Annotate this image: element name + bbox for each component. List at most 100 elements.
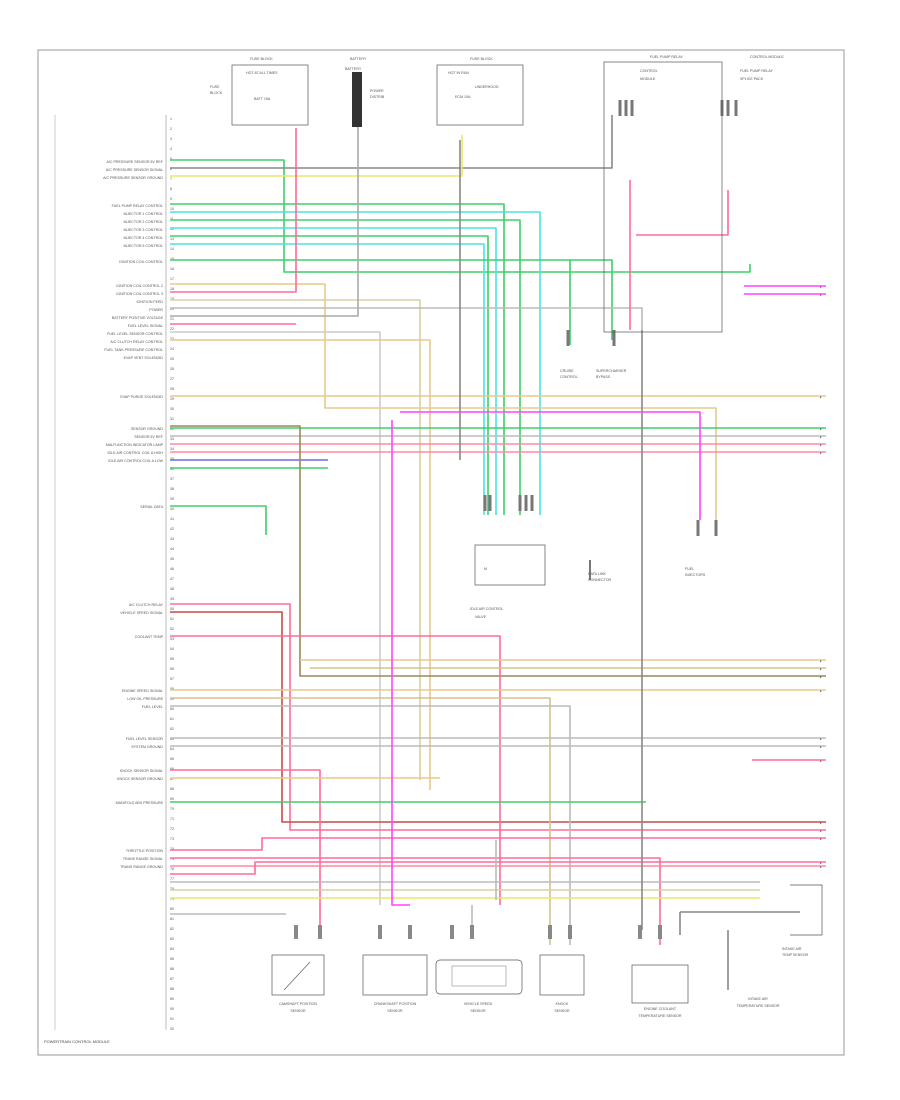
connector-pin: [294, 925, 298, 939]
pin-number: 32: [170, 427, 174, 431]
bottom-component-label: SENSOR: [290, 1009, 306, 1013]
signal-label: ENGINE SPEED SIGNAL: [122, 689, 163, 693]
svg-text:CONTROL: CONTROL: [640, 69, 658, 73]
bottom-component-label: INTAKE AIR: [748, 997, 768, 1001]
svg-text:DATA LINK: DATA LINK: [588, 572, 606, 576]
svg-text:UNDERHOOD: UNDERHOOD: [475, 85, 499, 89]
mid-component-injectors: FUEL INJECTORS: [685, 567, 706, 577]
connector-pin: [630, 100, 634, 116]
wire: [170, 219, 521, 515]
svg-text:IDLE AIR CONTROL: IDLE AIR CONTROL: [470, 607, 503, 611]
wire: [170, 227, 497, 515]
svg-text:BATTERY: BATTERY: [345, 67, 362, 71]
wire-end-marker: ▸: [820, 659, 822, 663]
bottom-component-label: KNOCK: [556, 1002, 569, 1006]
pin-number: 88: [170, 987, 174, 991]
pin-number: 35: [170, 457, 174, 461]
signal-label: EVAP VENT SOLENOID: [124, 356, 164, 360]
signal-label: IGNITION COIL CONTROL: [119, 260, 163, 264]
top-component-label: FUSE BLOCK: [250, 57, 273, 61]
signal-label: A/C PRESSURE SENSOR SIGNAL: [106, 168, 163, 172]
wire: [170, 769, 321, 930]
pin-number: 51: [170, 617, 174, 621]
signal-label: INJECTOR 2 CONTROL: [124, 220, 163, 224]
svg-text:ECM 10A: ECM 10A: [455, 95, 471, 99]
pin-number: 22: [170, 327, 174, 331]
wire: [170, 705, 571, 945]
pin-number: 33: [170, 437, 174, 441]
signal-label: TRANS RANGE SIGNAL: [123, 857, 163, 861]
connector-pin: [378, 925, 382, 939]
top-component-fuel-pump-relay: CONTROL MODULE FUEL PUMP RELAY SPLICE PA…: [603, 61, 773, 333]
signal-label: KNOCK SENSOR GROUND: [117, 777, 163, 781]
bottom-component-label: VEHICLE SPEED: [464, 1002, 493, 1006]
wire: [170, 115, 613, 169]
wire: [170, 861, 826, 875]
signal-label: POWER: [149, 308, 163, 312]
wire-end-marker: ▸: [820, 395, 822, 399]
wire-end-marker: ▸: [820, 689, 822, 693]
pin-number: 46: [170, 567, 174, 571]
top-component-fuse-block: FUSE BLOCK HOT AT ALL TIMES BATT 15A: [210, 64, 309, 126]
signal-label: TRANS RANGE GROUND: [120, 865, 163, 869]
signal-label: IDLE AIR CONTROL COIL A LOW: [108, 459, 163, 463]
footer-label: POWERTRAIN CONTROL MODULE: [44, 1039, 110, 1044]
wire: [170, 243, 485, 515]
svg-text:INJECTORS: INJECTORS: [685, 573, 706, 577]
connector-pin: [548, 925, 552, 939]
wire: [170, 159, 751, 273]
wire-end-marker: ▸: [820, 829, 822, 833]
signal-label: FUEL LEVEL: [142, 705, 163, 709]
pin-number: 55: [170, 657, 174, 661]
svg-text:MODULE: MODULE: [640, 77, 656, 81]
signal-label: EVAP PURGE SOLENOID: [120, 395, 163, 399]
pin-number: 7: [170, 177, 172, 181]
top-component-battery: BATTERY POWER DISTRIB: [345, 67, 385, 127]
svg-text:HOT AT ALL TIMES: HOT AT ALL TIMES: [246, 71, 278, 75]
svg-text:SPLICE PACK: SPLICE PACK: [740, 77, 764, 81]
signal-label: A/C PRESSURE SENSOR 5V REF: [106, 160, 163, 164]
pin-number: 53: [170, 637, 174, 641]
bottom-component-label: CRANKSHAFT POSITION: [374, 1002, 417, 1006]
mid-component-connector: CRUISE CONTROL SUPERCHARGER BYPASS: [560, 369, 627, 379]
svg-text:CONTROL: CONTROL: [560, 375, 578, 379]
connector-pin: [483, 495, 487, 511]
pin-number: 86: [170, 967, 174, 971]
signal-label: LOW OIL PRESSURE: [127, 697, 163, 701]
pin-number: 65: [170, 757, 174, 761]
pin-number: 5: [170, 157, 172, 161]
svg-text:INTAKE AIR: INTAKE AIR: [782, 947, 802, 951]
pin-number: 15: [170, 257, 174, 261]
pin-number: 84: [170, 947, 174, 951]
wire: [170, 339, 431, 790]
wire: [170, 611, 826, 823]
wire: [170, 135, 463, 177]
pin-number: 10: [170, 207, 174, 211]
signal-label: VEHICLE SPEED SIGNAL: [120, 611, 163, 615]
diagram-border: [37, 49, 845, 1056]
signal-label: A/C PRESSURE SENSOR GROUND: [103, 176, 163, 180]
svg-text:M: M: [484, 567, 487, 571]
pin-number: 50: [170, 607, 174, 611]
signal-label: IGNITION COIL CONTROL 3: [116, 292, 163, 296]
pin-number: 26: [170, 367, 174, 371]
pin-number: 80: [170, 907, 174, 911]
pin-number: 9: [170, 197, 172, 201]
pin-number: 70: [170, 807, 174, 811]
wire: [170, 283, 717, 520]
pin-number: 12: [170, 227, 174, 231]
pin-number: 16: [170, 267, 174, 271]
signal-label: IGNITION FEED: [136, 300, 163, 304]
connector-pin: [524, 495, 528, 511]
wire-end-marker: ▸: [820, 865, 822, 869]
signal-label: FUEL LEVEL SIGNAL: [128, 324, 163, 328]
pin-number: 14: [170, 247, 174, 251]
pin-number: 63: [170, 737, 174, 741]
pin-number: 61: [170, 717, 174, 721]
signal-label: IDLE AIR CONTROL COIL A HIGH: [108, 451, 164, 455]
pin-number: 73: [170, 837, 174, 841]
pin-number: 64: [170, 747, 174, 751]
svg-text:FUEL PUMP RELAY: FUEL PUMP RELAY: [740, 69, 773, 73]
signal-label: IGNITION COIL CONTROL 2: [116, 284, 163, 288]
